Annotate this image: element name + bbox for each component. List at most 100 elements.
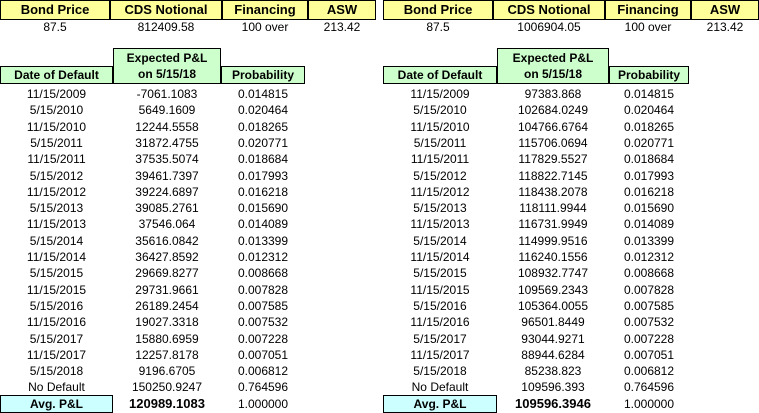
expected-pl-cell[interactable]: 5649.1609 [138,103,196,118]
probability-cell[interactable]: 0.014089 [237,217,289,232]
asw-value[interactable]: 213.42 [323,20,361,34]
expected-pl-cell[interactable]: 116731.9949 [518,217,588,232]
probability-cell[interactable]: 0.020771 [237,135,289,150]
date-cell[interactable]: 5/15/2016 [29,298,84,313]
probability-cell[interactable]: 0.008668 [237,266,289,281]
probability-cell[interactable]: 0.020771 [623,135,675,150]
date-cell[interactable]: 11/15/2013 [410,217,470,232]
asw-value[interactable]: 213.42 [706,20,744,34]
probability-cell[interactable]: 0.007051 [237,347,289,362]
probability-cell[interactable]: 0.017993 [623,168,675,183]
date-cell[interactable]: 5/15/2015 [413,266,467,281]
date-cell[interactable]: 11/15/2015 [410,282,470,297]
financing-value[interactable]: 100 over [624,20,672,34]
expected-pl-cell[interactable]: 97383.868 [524,87,582,101]
date-cell[interactable]: 5/15/2014 [29,233,84,248]
bond-price-header[interactable]: Bond Price [0,0,110,20]
expected-pl-cell[interactable]: 9196.6705 [138,364,196,379]
avg-pl-label[interactable]: Avg. P&L [383,395,497,413]
probability-cell[interactable]: 0.007228 [237,331,289,346]
date-cell[interactable]: 11/15/2013 [26,217,87,232]
date-cell[interactable]: 11/15/2017 [26,347,87,362]
date-cell[interactable]: 11/15/2009 [26,87,87,101]
expected-pl-cell[interactable]: 29669.8277 [135,266,199,281]
date-cell[interactable]: 11/15/2014 [410,250,470,264]
date-of-default-header[interactable]: Date of Default [0,66,113,84]
probability-cell[interactable]: 0.012312 [237,250,289,264]
probability-cell[interactable]: 0.015690 [623,201,675,216]
expected-pl-cell[interactable]: 85238.823 [524,364,582,379]
probability-header[interactable]: Probability [609,66,689,84]
probability-cell[interactable]: 0.018684 [623,152,675,167]
expected-pl-cell[interactable]: 102684.0249 [517,103,589,118]
probability-cell[interactable]: 0.015690 [237,201,289,216]
avg-pl-value[interactable]: 120989.1083 [129,396,205,411]
probability-cell[interactable]: 0.020464 [623,103,675,118]
date-cell[interactable]: No Default [411,380,469,395]
probability-cell[interactable]: 0.014815 [623,87,675,101]
date-cell[interactable]: 11/15/2011 [410,152,470,167]
probability-cell[interactable]: 0.764596 [237,380,289,395]
probability-cell[interactable]: 0.007828 [237,282,289,297]
date-cell[interactable]: 5/15/2018 [413,364,467,379]
expected-pl-cell[interactable]: 12244.5558 [135,119,199,134]
expected-pl-cell[interactable]: 114999.9516 [518,233,588,248]
cds-notional-header[interactable]: CDS Notional [110,0,222,20]
date-cell[interactable]: 5/15/2011 [30,135,83,150]
date-cell[interactable]: 5/15/2012 [29,168,84,183]
probability-cell[interactable]: 0.007228 [623,331,675,346]
probability-cell[interactable]: 0.018265 [623,119,675,134]
probability-cell[interactable]: 0.007828 [623,282,675,297]
expected-pl-cell[interactable]: 35616.0842 [135,233,199,248]
expected-pl-cell[interactable]: 108932.7747 [517,266,589,281]
probability-cell[interactable]: 0.017993 [237,168,289,183]
expected-pl-cell[interactable]: 15880.6959 [135,331,199,346]
expected-pl-cell[interactable]: 104766.6764 [517,119,589,134]
date-cell[interactable]: 11/15/2015 [26,282,87,297]
date-cell[interactable]: 11/15/2016 [410,315,470,330]
bond-price-value[interactable]: 87.5 [43,20,67,34]
probability-header[interactable]: Probability [221,66,305,84]
date-cell[interactable]: 5/15/2012 [413,168,467,183]
expected-pl-cell[interactable]: -7061.1083 [136,87,198,101]
avg-pl-value[interactable]: 109596.3946 [515,396,591,411]
probability-cell[interactable]: 0.008668 [623,266,675,281]
date-cell[interactable]: 5/15/2018 [29,364,84,379]
date-cell[interactable]: 11/15/2010 [410,119,470,134]
probability-cell[interactable]: 0.018265 [237,119,289,134]
expected-pl-cell[interactable]: 118822.7145 [518,168,588,183]
date-cell[interactable]: 11/15/2011 [27,152,86,167]
date-cell[interactable]: 5/15/2013 [29,201,84,216]
expected-pl-cell[interactable]: 36427.8592 [135,250,199,264]
expected-pl-cell[interactable]: 39461.7397 [135,168,199,183]
expected-pl-cell[interactable]: 12257.8178 [135,347,199,362]
expected-pl-cell[interactable]: 37546.064 [138,217,196,232]
avg-probability-value[interactable]: 1.000000 [623,397,675,411]
date-cell[interactable]: 5/15/2011 [413,135,467,150]
date-cell[interactable]: 11/15/2012 [26,184,87,199]
date-cell[interactable]: 5/15/2010 [413,103,467,118]
expected-pl-cell[interactable]: 105364.0055 [517,298,589,313]
date-cell[interactable]: No Default [28,380,85,395]
asw-header[interactable]: ASW [308,0,376,20]
financing-header[interactable]: Financing [222,0,308,20]
bond-price-header[interactable]: Bond Price [383,0,493,20]
date-cell[interactable]: 5/15/2017 [29,331,84,346]
probability-cell[interactable]: 0.014089 [623,217,675,232]
date-cell[interactable]: 5/15/2015 [29,266,84,281]
date-cell[interactable]: 11/15/2010 [26,119,87,134]
expected-pl-header[interactable]: Expected P&L on 5/15/18 [497,48,609,84]
date-cell[interactable]: 5/15/2010 [29,103,84,118]
cds-notional-header[interactable]: CDS Notional [493,0,605,20]
avg-pl-label[interactable]: Avg. P&L [0,395,113,413]
probability-cell[interactable]: 0.007585 [237,298,289,313]
date-cell[interactable]: 5/15/2017 [413,331,467,346]
expected-pl-header[interactable]: Expected P&L on 5/15/18 [113,48,221,84]
probability-cell[interactable]: 0.016218 [237,184,289,199]
expected-pl-cell[interactable]: 118438.2078 [518,184,588,199]
expected-pl-cell[interactable]: 117829.5527 [518,152,588,167]
date-cell[interactable]: 5/15/2016 [413,298,467,313]
probability-cell[interactable]: 0.014815 [237,87,289,101]
probability-cell[interactable]: 0.007051 [623,347,675,362]
date-of-default-header[interactable]: Date of Default [383,66,497,84]
